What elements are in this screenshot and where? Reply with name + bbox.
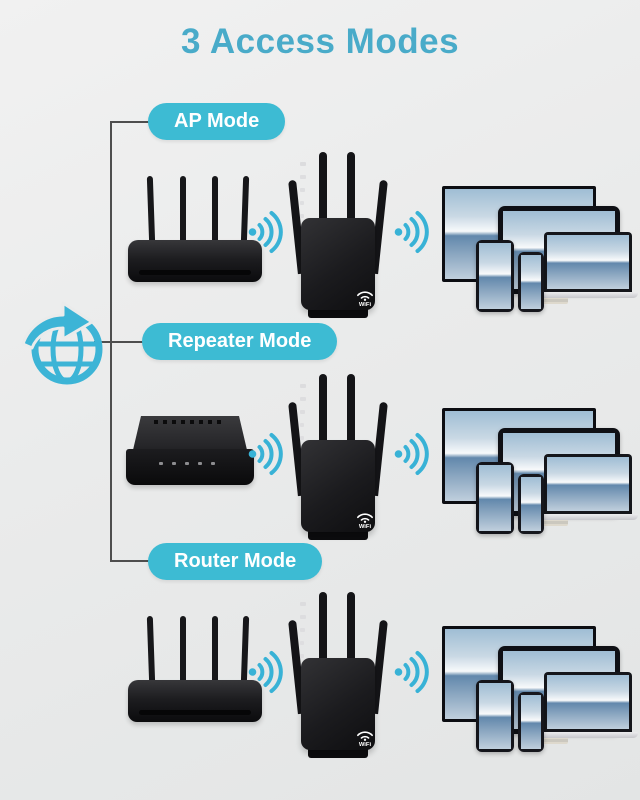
connector-line-ap	[110, 121, 156, 123]
wifi-router	[128, 175, 262, 282]
extender-body	[301, 218, 375, 310]
smartphone	[518, 252, 544, 312]
wifi-extender: WiFi	[288, 374, 388, 540]
mode-row-ap: WiFi	[0, 150, 640, 328]
laptop	[544, 672, 632, 732]
wifi-signal-icon	[392, 650, 436, 699]
extender-led-indicators	[300, 602, 306, 667]
extender-wifi-logo: WiFi	[350, 511, 380, 534]
mode-label-router: Router Mode	[148, 543, 323, 580]
mode-label-ap: AP Mode	[148, 103, 286, 140]
wifi-signal-icon	[246, 650, 290, 699]
svg-text:WiFi: WiFi	[359, 742, 372, 747]
client-devices-cluster	[442, 186, 638, 322]
smartphone	[518, 692, 544, 752]
wifi-signal-icon	[246, 210, 290, 259]
extender-body	[301, 658, 375, 750]
mode-label-repeater: Repeater Mode	[142, 323, 338, 360]
router-body	[128, 680, 262, 722]
extender-led-indicators	[300, 384, 306, 449]
mode-row-repeater: WiFi	[0, 372, 640, 550]
connector-line-router	[110, 560, 156, 562]
client-devices-cluster	[442, 626, 638, 762]
wifi-extender: WiFi	[288, 592, 388, 758]
modem-body	[126, 449, 254, 485]
router-body	[128, 240, 262, 282]
tablet	[476, 680, 514, 752]
mode-row-router: WiFi	[0, 590, 640, 768]
tablet	[476, 240, 514, 312]
extender-wifi-logo: WiFi	[350, 289, 380, 312]
laptop-base	[536, 732, 638, 738]
client-devices-cluster	[442, 408, 638, 544]
laptop	[544, 232, 632, 292]
tablet	[476, 462, 514, 534]
wifi-extender: WiFi	[288, 152, 388, 318]
extender-led-indicators	[300, 162, 306, 227]
connector-line-repeater	[94, 341, 156, 343]
modem-vents	[154, 420, 226, 424]
laptop-base	[536, 514, 638, 520]
extender-wifi-logo: WiFi	[350, 729, 380, 752]
laptop-base	[536, 292, 638, 298]
globe-arrow-icon	[20, 294, 110, 388]
svg-text:WiFi: WiFi	[359, 302, 372, 307]
extender-body	[301, 440, 375, 532]
laptop	[544, 454, 632, 514]
svg-text:WiFi: WiFi	[359, 524, 372, 529]
modem	[126, 416, 254, 496]
wifi-signal-icon	[392, 210, 436, 259]
modem-led-indicators	[159, 462, 216, 465]
page-title: 3 Access Modes	[180, 22, 460, 61]
smartphone	[518, 474, 544, 534]
wifi-signal-icon	[392, 432, 436, 481]
wifi-router	[128, 615, 262, 722]
wifi-signal-icon	[246, 432, 290, 481]
